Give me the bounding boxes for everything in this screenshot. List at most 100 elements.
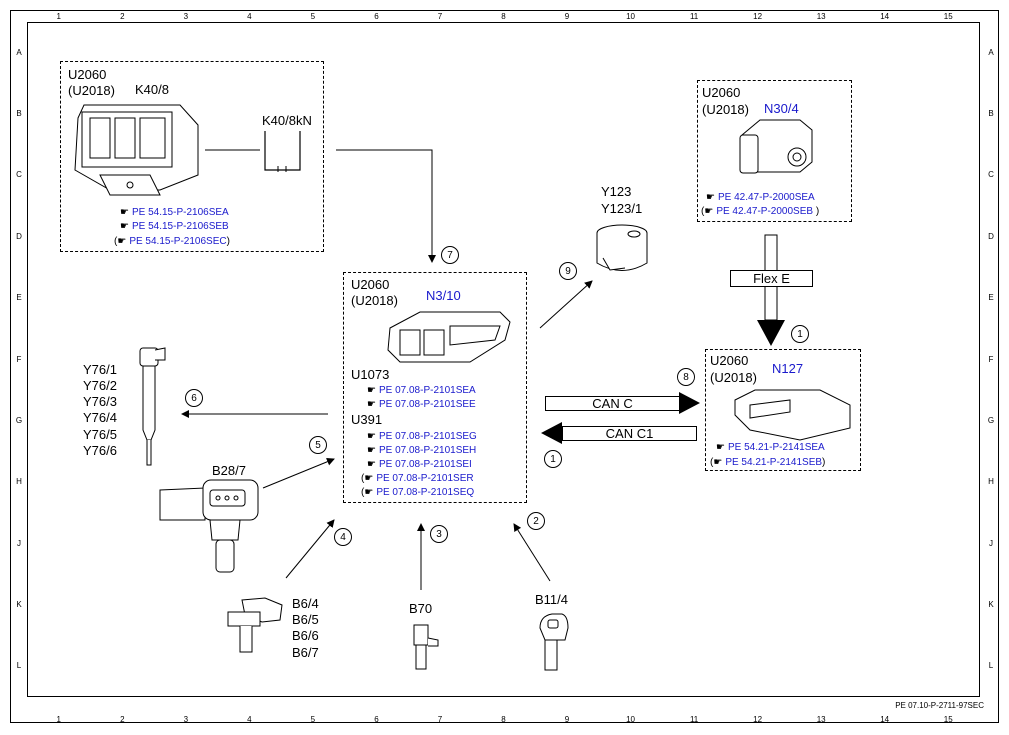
hand-pointer-icon: ☛ xyxy=(364,473,374,484)
grid-column-top: 7 xyxy=(437,12,443,21)
can-c1-head xyxy=(541,422,562,444)
grid-column-bottom: 6 xyxy=(374,715,379,724)
k40-model: U2060 xyxy=(68,67,107,82)
k40-model2: (U2018) xyxy=(68,83,115,98)
b11-sensor-illustration xyxy=(539,613,569,671)
b70-sensor-illustration xyxy=(413,624,439,670)
b6-sensor-illustration xyxy=(227,597,283,653)
grid-row-left: H xyxy=(16,477,22,487)
y76-3-label: Y76/3 xyxy=(83,394,117,409)
n30-code: N30/4 xyxy=(764,101,799,116)
grid-column-top: 14 xyxy=(880,12,890,21)
n127-group-box xyxy=(705,349,861,471)
n127-model2: (U2018) xyxy=(710,370,757,385)
marker-7: 7 xyxy=(441,246,459,264)
hand-pointer-icon: ☛ xyxy=(713,457,723,468)
grid-column-top: 1 xyxy=(56,12,61,21)
n30-unit-illustration xyxy=(739,119,813,174)
grid-column-top: 2 xyxy=(120,12,125,21)
n127-code: N127 xyxy=(772,361,804,376)
marker-1-bottom: 1 xyxy=(544,450,562,468)
grid-column-bottom: 9 xyxy=(564,715,570,724)
y76-2-label: Y76/2 xyxy=(83,378,117,393)
b28-sensor-illustration xyxy=(159,479,259,573)
grid-row-left: L xyxy=(16,661,22,671)
b6-4-label: B6/4 xyxy=(292,596,319,611)
marker-8: 8 xyxy=(677,368,695,386)
k40-ref-1[interactable]: ☛PE 54.15-P-2106SEA xyxy=(120,207,229,218)
document-reference: PE 07.10-P-2711-97SEC xyxy=(895,701,984,710)
k40-code: K40/8 xyxy=(135,82,169,97)
n30-ref-2[interactable]: (☛PE 42.47-P-2000SEB ) xyxy=(701,206,820,217)
n3-code: N3/10 xyxy=(426,288,461,303)
n30-model2: (U2018) xyxy=(702,102,749,117)
drawing-frame xyxy=(10,10,999,723)
grid-column-bottom: 10 xyxy=(626,715,636,724)
grid-column-top: 13 xyxy=(816,12,826,21)
y76-5-label: Y76/5 xyxy=(83,427,117,442)
grid-row-right: A xyxy=(988,47,994,57)
y76-4-label: Y76/4 xyxy=(83,410,117,425)
arrow-5 xyxy=(262,457,335,489)
n30-ref-1[interactable]: ☛PE 42.47-P-2000SEA xyxy=(706,192,815,203)
n3-ref-b1[interactable]: ☛PE 07.08-P-2101SEG xyxy=(367,431,477,442)
arrow-2 xyxy=(513,523,551,582)
grid-row-right: J xyxy=(989,538,993,548)
n127-ref-1[interactable]: ☛PE 54.21-P-2141SEA xyxy=(716,442,825,453)
marker-2: 2 xyxy=(527,512,545,530)
arrow-4 xyxy=(285,519,335,579)
hand-pointer-icon: ☛ xyxy=(367,459,376,470)
marker-9: 9 xyxy=(559,262,577,280)
grid-column-bottom: 8 xyxy=(501,715,506,724)
grid-row-right: K xyxy=(988,599,994,609)
n3-ref-b4[interactable]: (☛PE 07.08-P-2101SER xyxy=(361,473,474,484)
grid-row-left: A xyxy=(16,47,22,57)
b6-6-label: B6/6 xyxy=(292,628,319,643)
n127-ref-2[interactable]: (☛PE 54.21-P-2141SEB) xyxy=(710,457,826,468)
y123-1-label: Y123/1 xyxy=(601,201,643,216)
grid-column-bottom: 14 xyxy=(880,715,890,724)
drawing-border xyxy=(27,22,980,697)
hand-pointer-icon: ☛ xyxy=(704,206,714,217)
grid-row-right: C xyxy=(988,170,994,180)
injector-illustration xyxy=(139,347,166,466)
grid-column-bottom: 4 xyxy=(247,715,252,724)
grid-row-right: L xyxy=(988,661,994,671)
k40-ref-2[interactable]: ☛PE 54.15-P-2106SEB xyxy=(120,221,229,232)
can-c-head xyxy=(679,392,700,414)
grid-row-right: E xyxy=(988,293,994,303)
y76-6-label: Y76/6 xyxy=(83,443,117,458)
n3-ref-a2[interactable]: ☛PE 07.08-P-2101SEE xyxy=(367,399,476,410)
grid-column-top: 11 xyxy=(689,12,699,21)
b6-5-label: B6/5 xyxy=(292,612,319,627)
flex-e-label: Flex E xyxy=(730,270,813,287)
grid-column-top: 6 xyxy=(374,12,379,21)
n3-ref-b5[interactable]: (☛PE 07.08-P-2101SEQ xyxy=(361,487,475,498)
grid-row-right: H xyxy=(988,477,994,487)
grid-column-bottom: 7 xyxy=(437,715,443,724)
b11-label: B11/4 xyxy=(535,592,569,607)
arrow-9 xyxy=(539,280,593,329)
n127-ecu-illustration xyxy=(734,389,851,441)
grid-row-left: D xyxy=(16,231,22,241)
grid-column-top: 4 xyxy=(247,12,252,21)
marker-4: 4 xyxy=(334,528,352,546)
marker-3: 3 xyxy=(430,525,448,543)
hand-pointer-icon: ☛ xyxy=(706,192,715,203)
grid-column-top: 15 xyxy=(943,12,953,21)
n3-ref-b3[interactable]: ☛PE 07.08-P-2101SEI xyxy=(367,459,472,470)
grid-row-left: J xyxy=(17,538,21,548)
n3-ref-b2[interactable]: ☛PE 07.08-P-2101SEH xyxy=(367,445,477,456)
grid-row-right: B xyxy=(988,109,994,119)
grid-row-left: G xyxy=(15,415,23,425)
grid-column-top: 8 xyxy=(501,12,506,21)
grid-column-bottom: 2 xyxy=(120,715,125,724)
hand-pointer-icon: ☛ xyxy=(367,385,376,396)
n30-model: U2060 xyxy=(702,85,741,100)
grid-column-bottom: 11 xyxy=(689,715,699,724)
k40-ref-3[interactable]: (☛PE 54.15-P-2106SEC) xyxy=(114,236,230,247)
n3-ref-a1[interactable]: ☛PE 07.08-P-2101SEA xyxy=(367,385,476,396)
hand-pointer-icon: ☛ xyxy=(367,445,376,456)
marker-6: 6 xyxy=(185,389,203,407)
